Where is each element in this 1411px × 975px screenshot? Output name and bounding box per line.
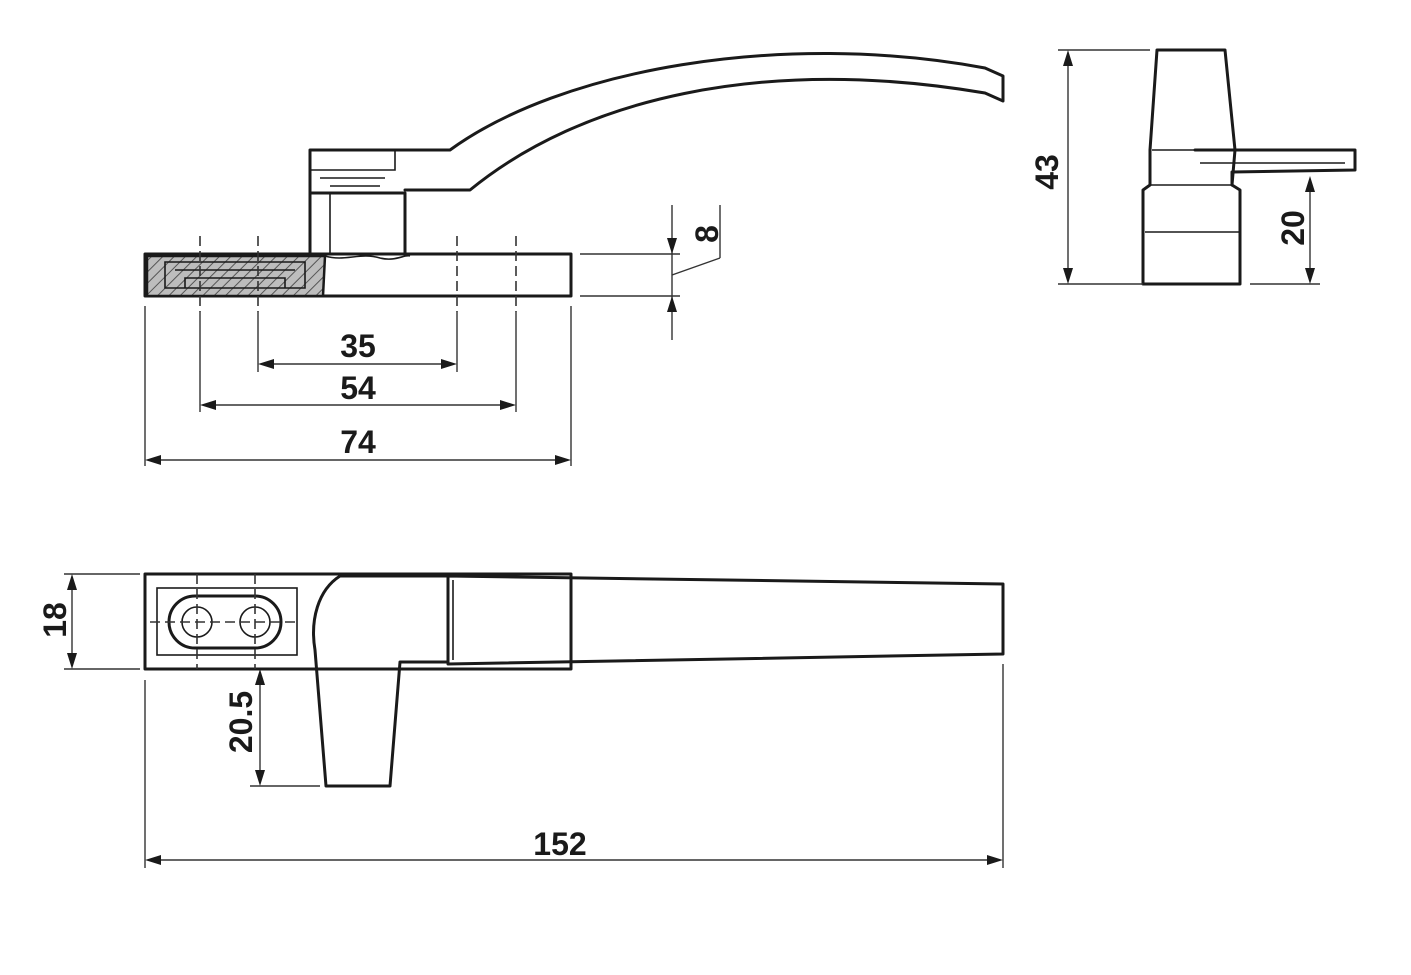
dimension-18: 18 xyxy=(37,573,140,670)
dim-label-20-5: 20.5 xyxy=(223,691,259,753)
dimension-20-5: 20.5 xyxy=(223,669,320,787)
dimension-152: 152 xyxy=(144,664,1004,868)
section-hatch xyxy=(145,254,327,298)
plan-handle-grip xyxy=(312,574,450,788)
recess-detail xyxy=(175,269,295,288)
plan-view xyxy=(143,572,1005,788)
base-plate xyxy=(143,252,573,298)
end-view xyxy=(1141,48,1357,286)
dim-label-18: 18 xyxy=(37,602,73,638)
dim-label-20: 20 xyxy=(1275,210,1311,246)
screw-slot xyxy=(167,594,283,650)
dim-label-43: 43 xyxy=(1029,154,1065,190)
lever-head-detail xyxy=(310,150,396,171)
dimension-8: 8 xyxy=(580,205,725,340)
screw-recess xyxy=(164,261,306,289)
dim-label-35: 35 xyxy=(340,328,376,364)
lever-arm xyxy=(308,52,1005,195)
dim-label-8: 8 xyxy=(689,225,725,243)
end-view-body xyxy=(1141,48,1242,286)
dimension-43: 43 xyxy=(1029,49,1150,285)
dim-label-152: 152 xyxy=(533,826,586,862)
dimension-35: 35 xyxy=(257,312,458,372)
plan-base xyxy=(143,572,573,671)
dim-label-74: 74 xyxy=(340,424,376,460)
dimension-20: 20 xyxy=(1250,176,1320,285)
plan-lever xyxy=(446,574,1005,666)
dimension-74: 74 xyxy=(144,306,572,466)
break-line xyxy=(324,254,411,260)
side-view xyxy=(143,52,1005,312)
lever-head-lines xyxy=(320,177,385,187)
dimension-54: 54 xyxy=(199,312,517,412)
dim-label-54: 54 xyxy=(340,370,376,406)
end-view-lever xyxy=(1193,148,1357,187)
spindle-column xyxy=(308,191,407,256)
